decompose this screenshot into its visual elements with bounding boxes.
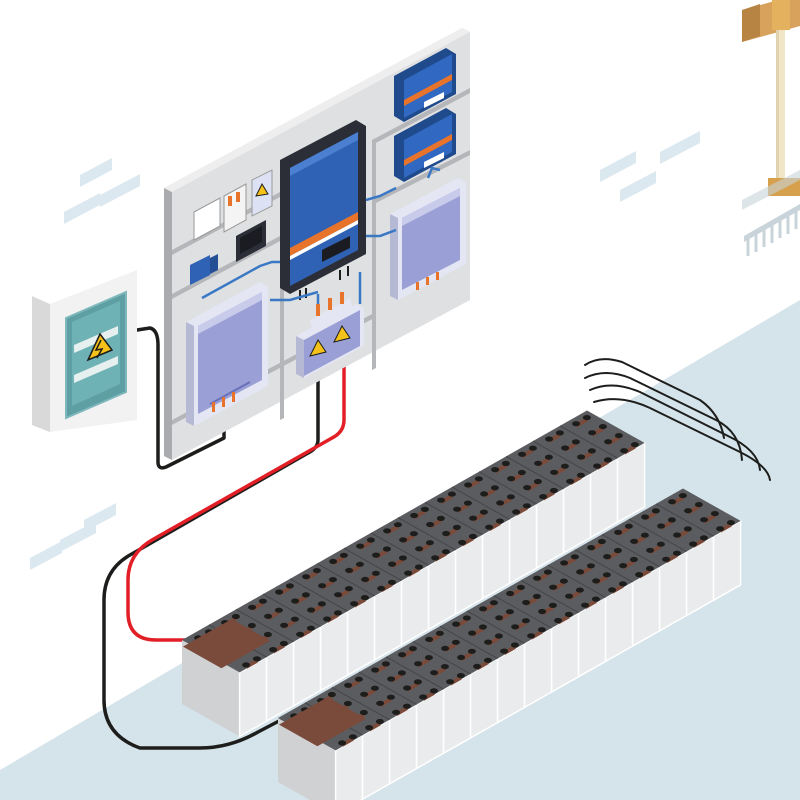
dc-fuse-box <box>296 292 364 378</box>
distribution-box <box>32 262 137 432</box>
cables <box>102 326 771 750</box>
dc-positive-cable <box>126 356 346 642</box>
circuit-breakers <box>193 169 273 241</box>
ac-cable <box>135 326 226 470</box>
battery-bank-front-row <box>278 488 742 800</box>
interconnect-cable <box>584 358 771 481</box>
inverter-charger <box>280 120 366 300</box>
battery-banks <box>182 410 742 800</box>
isolation-transformer-left <box>186 282 268 426</box>
battery-bank-back-terminal <box>183 619 270 669</box>
mppt-charge-controller-top <box>394 48 456 122</box>
lightning-warning-icon <box>86 332 114 362</box>
isolation-transformer-right <box>390 178 466 300</box>
battery-bank-back-row <box>182 410 646 738</box>
wall-bricks <box>30 131 700 570</box>
battery-monitor <box>190 220 266 285</box>
internal-wiring <box>201 166 441 312</box>
garden-rake <box>742 0 800 256</box>
lightning-warning-icon <box>309 325 351 357</box>
battery-bank-front-terminal <box>279 697 366 747</box>
mppt-charge-controller-bottom <box>394 108 456 182</box>
